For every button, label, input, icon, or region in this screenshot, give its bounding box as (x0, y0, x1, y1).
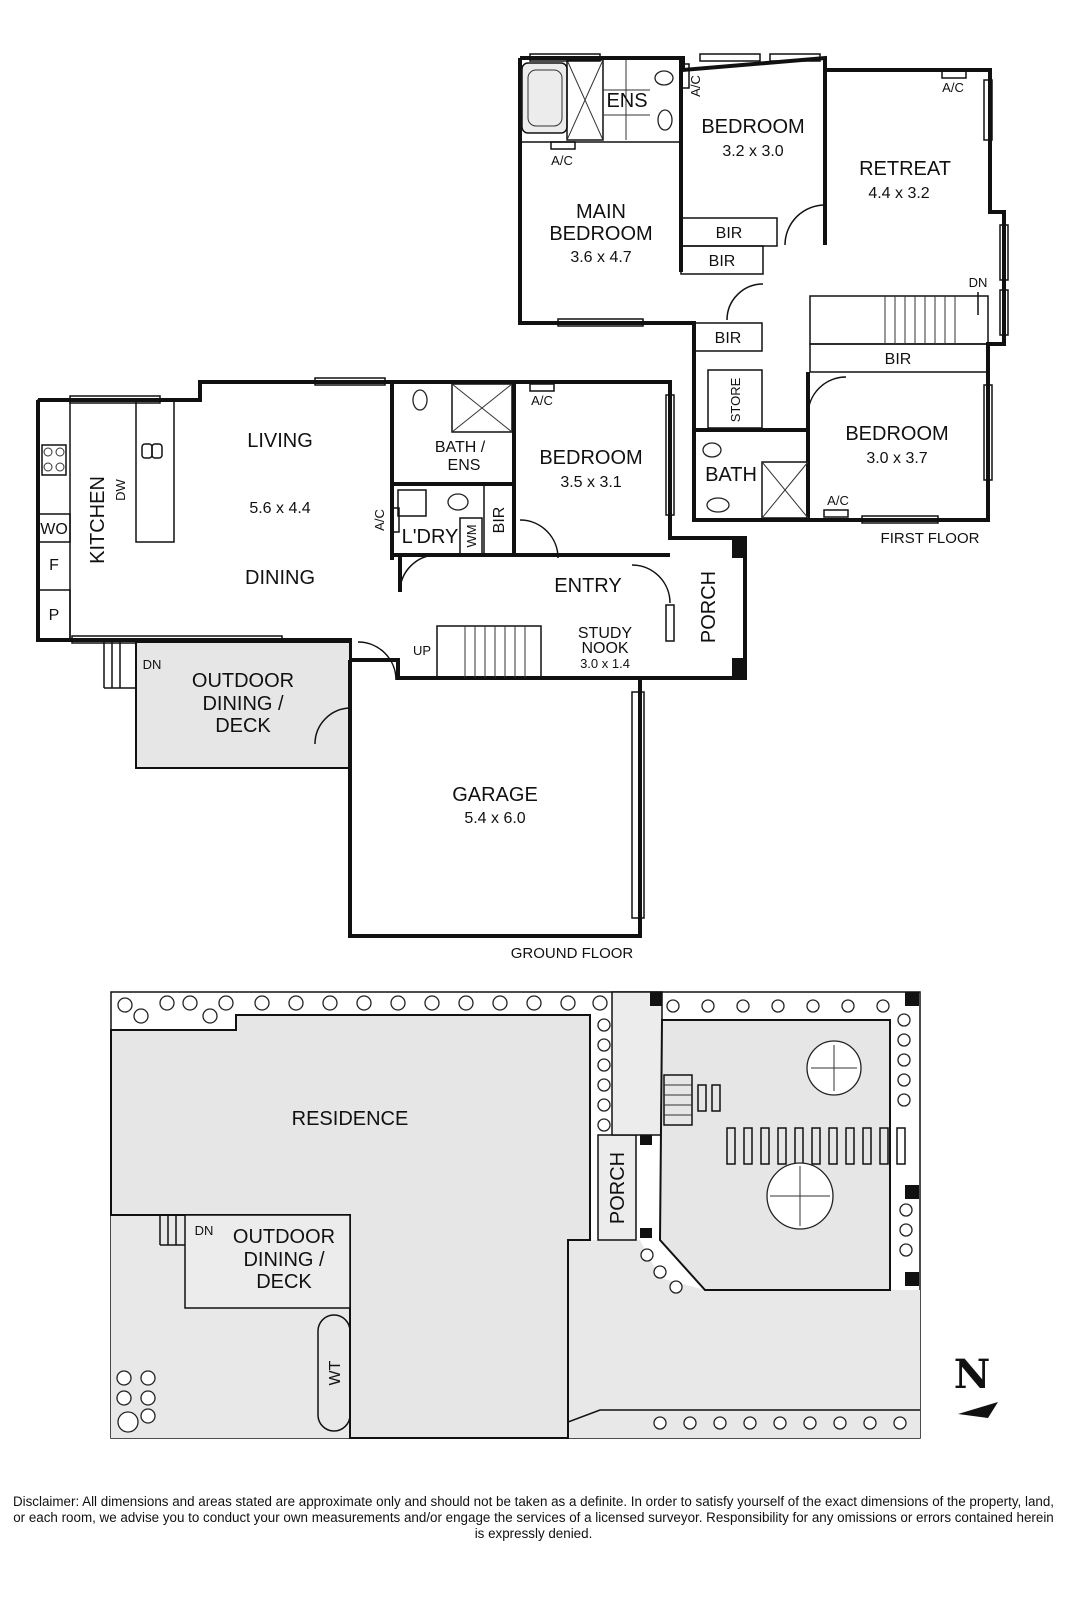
ground-floor-label: GROUND FLOOR (511, 945, 634, 962)
garage-dim: 5.4 x 6.0 (464, 810, 525, 827)
bedroom2-dim: 3.2 x 3.0 (722, 143, 783, 160)
garage-door (631, 691, 645, 919)
bir-c-label: BIR (715, 330, 742, 347)
bath-toilet-icon (702, 442, 722, 458)
bir-d-label: BIR (885, 351, 912, 368)
residence-label: RESIDENCE (292, 1108, 409, 1130)
bedroom3-label: BEDROOM (845, 423, 948, 445)
retreat-label: RETREAT (859, 158, 951, 180)
living-dim: 5.6 x 4.4 (249, 500, 310, 517)
first-floor-windows (529, 53, 1009, 524)
bath-basin-icon (706, 497, 730, 513)
north-label: N (954, 1351, 991, 1398)
site-outdoor-label-2: DINING / (243, 1249, 325, 1271)
ac-label-4: A/C (827, 493, 849, 508)
ens-label: ENS (606, 90, 647, 112)
main-bedroom-label-1: MAIN (576, 201, 626, 223)
pantry-label: P (49, 607, 60, 624)
up-label: UP (413, 643, 431, 658)
ground-ac-label-2: A/C (372, 509, 387, 531)
first-floor-label: FIRST FLOOR (881, 530, 980, 547)
ground-bedroom-label: BEDROOM (539, 447, 642, 469)
ground-stair (436, 625, 542, 679)
porch-label: PORCH (698, 571, 720, 643)
first-floor-plan: ENS BEDROOM 3.2 x 3.0 RETREAT 4.4 x 3.2 … (518, 53, 1009, 547)
outdoor-label-1: OUTDOOR (192, 670, 294, 692)
ground-dn-label: DN (143, 657, 162, 672)
site-porch (597, 1134, 637, 1241)
laundry-label: L'DRY (402, 526, 459, 548)
site-outdoor-label-3: DECK (256, 1271, 312, 1293)
bath-ens-label-1: BATH / (435, 439, 486, 456)
ground-bedroom-dim: 3.5 x 3.1 (560, 474, 621, 491)
ac-label-3: A/C (942, 80, 964, 95)
dw-label: DW (113, 478, 128, 500)
bedroom2-label: BEDROOM (701, 116, 804, 138)
kitchen-island (135, 399, 175, 543)
first-floor-outer-wall (518, 55, 1006, 522)
main-bedroom-dim: 3.6 x 4.7 (570, 249, 631, 266)
ensuite-shower (566, 59, 604, 141)
ensuite-tiles (603, 60, 650, 140)
stepping-stones (697, 1084, 906, 1165)
entry-label: ENTRY (554, 575, 621, 597)
kitchen-label: KITCHEN (87, 476, 109, 564)
study-dim: 3.0 x 1.4 (580, 656, 630, 671)
bir-a-label: BIR (716, 225, 743, 242)
ground-floor-windows (69, 377, 675, 644)
garage-label: GARAGE (452, 784, 538, 806)
water-tank (317, 1314, 351, 1432)
first-floor-shower (761, 461, 809, 519)
north-arrow-icon (958, 1402, 998, 1418)
disclaimer-text: Disclaimer: All dimensions and areas sta… (12, 1494, 1055, 1541)
site-plan: RESIDENCE PORCH OUTDOOR DINING / DECK DN… (110, 991, 998, 1439)
first-floor-bath-label: BATH (705, 464, 757, 486)
wt-label: WT (327, 1360, 344, 1385)
ground-toilet-icon (412, 389, 428, 411)
bir-box-b (680, 245, 764, 275)
ac-label-2: A/C (688, 75, 703, 97)
wm-label: WM (464, 524, 479, 547)
bedroom3-dim: 3.0 x 3.7 (866, 450, 927, 467)
outdoor-label-2: DINING / (202, 693, 284, 715)
ensuite-toilet-icon (654, 70, 674, 86)
wo-label: WO (40, 521, 68, 538)
garage-wall (348, 660, 642, 938)
study-label-2: NOOK (581, 640, 628, 657)
ac-label-1: A/C (551, 153, 573, 168)
dining-label: DINING (245, 567, 315, 589)
first-floor-stair (809, 295, 989, 345)
outdoor-label-3: DECK (215, 715, 271, 737)
bir-box-c (693, 322, 763, 352)
ground-bir-label: BIR (491, 507, 508, 534)
fridge-label: F (49, 557, 59, 574)
site-outdoor-deck (184, 1214, 351, 1309)
living-label: LIVING (247, 430, 313, 452)
ground-floor-plan: KITCHEN DW WO F P LIVING 5.6 x 4.4 DININ… (36, 377, 747, 962)
site-outdoor-label-1: OUTDOOR (233, 1226, 335, 1248)
first-floor-dn-label: DN (969, 275, 988, 290)
ensuite-basin-icon (657, 109, 673, 131)
shrub-row (116, 995, 913, 1433)
store-label: STORE (728, 377, 743, 422)
site-dn-label: DN (195, 1223, 214, 1238)
main-bedroom-label-2: BEDROOM (549, 223, 652, 245)
site-porch-label: PORCH (607, 1152, 629, 1224)
bath-ens-label-2: ENS (448, 457, 481, 474)
bir-b-label: BIR (709, 253, 736, 270)
ground-ac-label-1: A/C (531, 393, 553, 408)
study-label-1: STUDY (578, 625, 633, 642)
kitchen-back-bench (37, 399, 71, 641)
retreat-dim: 4.4 x 3.2 (868, 185, 929, 202)
